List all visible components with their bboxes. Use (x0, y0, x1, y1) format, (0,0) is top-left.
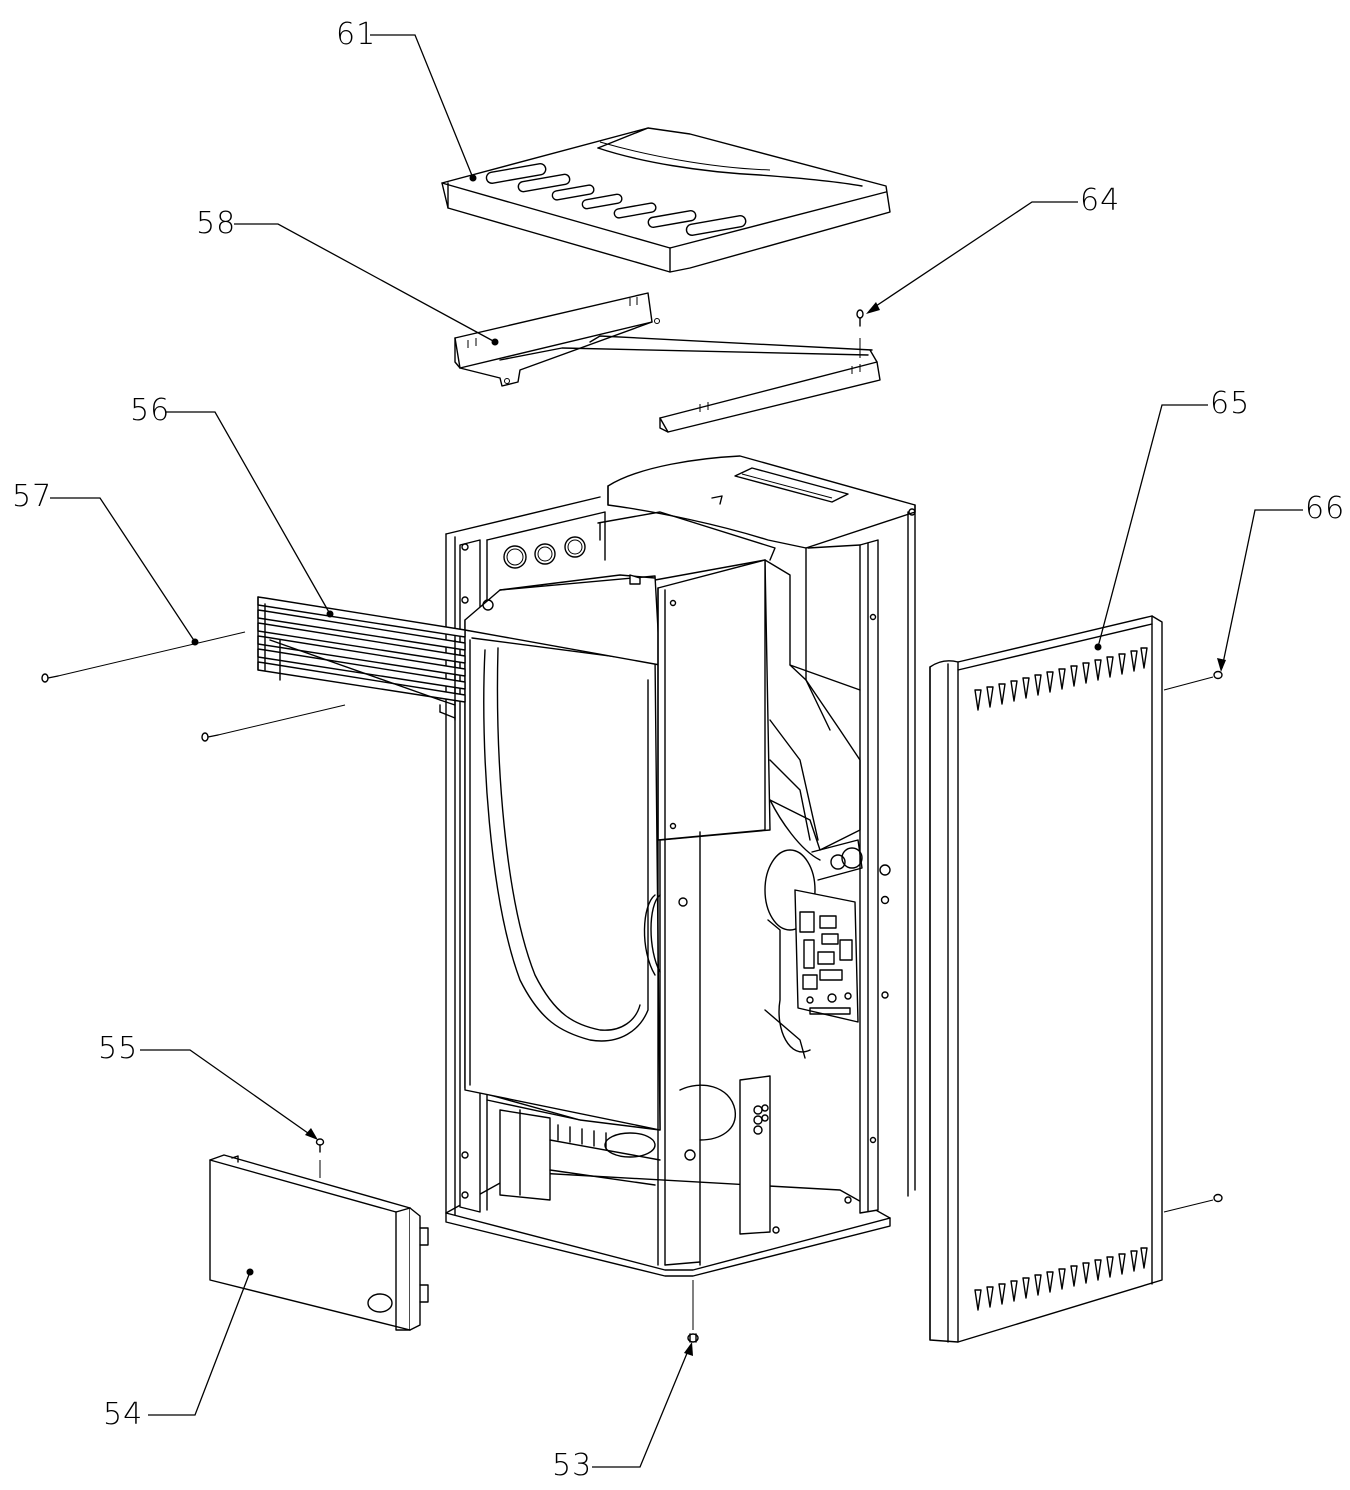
vent-slots-base (557, 1124, 607, 1149)
callout-label-56: 56 (130, 393, 170, 428)
callout-label-53: 53 (552, 1448, 592, 1483)
stove-body (445, 455, 916, 1277)
callout-53: 53 (552, 1342, 693, 1483)
callout-55: 55 (98, 1031, 318, 1140)
callout-label-65: 65 (1210, 386, 1250, 421)
callout-label-57: 57 (12, 479, 52, 514)
top-cover-slots (485, 163, 747, 236)
callout-label-61: 61 (336, 17, 376, 52)
callout-54: 54 (103, 1268, 254, 1432)
callout-61: 61 (336, 17, 477, 182)
callout-64: 64 (866, 183, 1120, 314)
part-55-screw (315, 1138, 325, 1178)
callout-label-55: 55 (98, 1031, 138, 1066)
callout-label-58: 58 (196, 206, 236, 241)
side-panel-top-vents (974, 647, 1148, 711)
callout-label-64: 64 (1080, 183, 1120, 218)
side-panel-bottom-vents (974, 1247, 1148, 1311)
callout-label-66: 66 (1305, 491, 1345, 526)
part-58-bracket (454, 292, 881, 433)
control-board (794, 889, 859, 1023)
callout-58: 58 (196, 206, 499, 346)
part-61-top-cover (441, 127, 891, 273)
callout-66: 66 (1217, 491, 1345, 672)
part-65-side-panel (929, 615, 1163, 1343)
part-56-grille (257, 596, 466, 721)
part-54-lower-cover (209, 1154, 429, 1331)
part-66-screws (1163, 670, 1223, 1213)
callout-label-54: 54 (103, 1397, 143, 1432)
callout-65: 65 (1094, 386, 1250, 651)
part-53-screw (687, 1280, 699, 1343)
part-64-screw (856, 309, 864, 358)
callout-56: 56 (130, 393, 334, 618)
callout-57: 57 (12, 479, 199, 646)
part-57-screws (41, 631, 346, 742)
